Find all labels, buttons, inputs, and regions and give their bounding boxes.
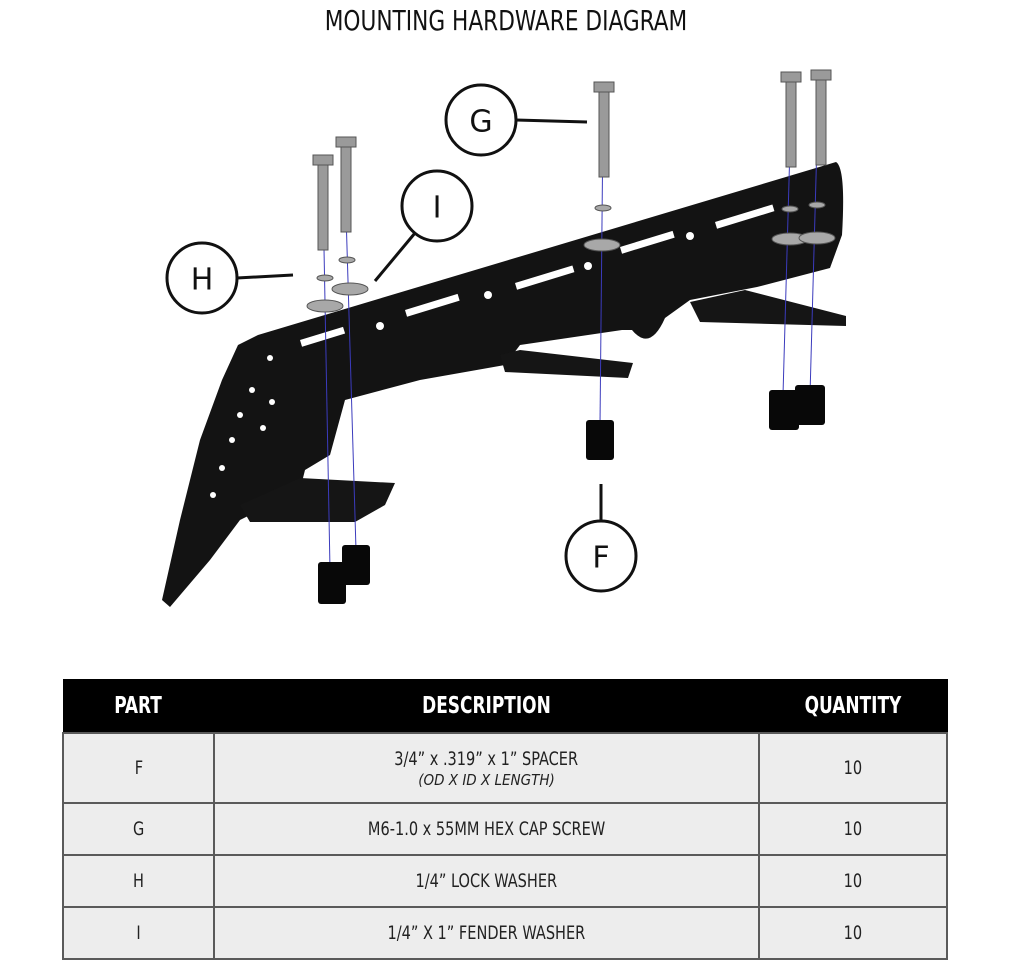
callout-h-label: H [191,263,214,298]
table-row: H 1/4” LOCK WASHER 10 [62,854,948,908]
callout-i-label: I [433,191,442,226]
spacers [318,385,825,604]
cell-description-sub: (OD X ID X LENGTH) [418,770,555,789]
callout-i: I [373,169,474,282]
header-description: DESCRIPTION [213,679,760,734]
bracket-illustration [162,162,846,607]
cell-part: G [62,802,215,856]
cell-quantity: 10 [758,732,948,804]
callout-g-label: G [469,105,492,140]
cell-description: 1/4” X 1” FENDER WASHER [213,906,760,960]
diagram-title: MOUNTING HARDWARE DIAGRAM [324,4,688,37]
callout-f-label: F [592,541,609,576]
washers [306,201,836,313]
cell-description: 1/4” LOCK WASHER [213,854,760,908]
callout-h: H [165,241,294,315]
callout-f: F [564,484,638,593]
header-part: PART [62,679,215,734]
table-row: G M6-1.0 x 55MM HEX CAP SCREW 10 [62,802,948,856]
hex-cap-screws [312,69,832,251]
cell-description: M6-1.0 x 55MM HEX CAP SCREW [213,802,760,856]
cell-description: 3/4” x .319” x 1” SPACER (OD X ID X LENG… [213,732,760,804]
table-row: I 1/4” X 1” FENDER WASHER 10 [62,906,948,960]
table-header-row: PART DESCRIPTION QUANTITY [62,679,948,734]
cell-quantity: 10 [758,906,948,960]
cell-quantity: 10 [758,802,948,856]
cell-part: I [62,906,215,960]
cell-quantity: 10 [758,854,948,908]
cell-part: F [62,732,215,804]
header-quantity: QUANTITY [758,679,948,734]
callout-g: G [444,83,588,157]
cell-part: H [62,854,215,908]
parts-table: PART DESCRIPTION QUANTITY F 3/4” x .319”… [62,679,948,960]
table-row: F 3/4” x .319” x 1” SPACER (OD X ID X LE… [62,732,948,804]
hardware-diagram: G I H F [162,69,846,607]
